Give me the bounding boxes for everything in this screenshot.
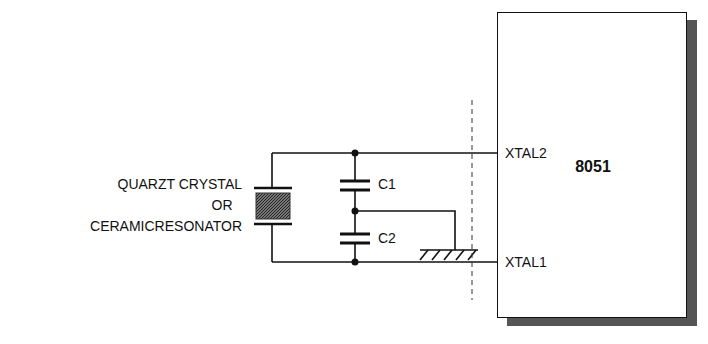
wire — [272, 261, 497, 263]
part-name: C2 — [378, 231, 396, 245]
wire — [272, 152, 497, 154]
capacitor-symbol — [340, 181, 370, 243]
ground-symbol — [420, 250, 478, 260]
chip-box: 8051 — [497, 12, 687, 318]
pin-name: XTAL1 — [505, 255, 547, 269]
crystal-symbol — [254, 188, 292, 224]
boundary-line — [472, 100, 473, 300]
part-label: OR — [212, 198, 233, 212]
part-label: QUARZT CRYSTAL — [118, 177, 242, 191]
pin-name: XTAL2 — [505, 146, 547, 160]
part-name: C1 — [378, 177, 396, 191]
chip-name: 8051 — [575, 159, 611, 175]
part-label: CERAMICRESONATOR — [90, 219, 242, 233]
junction-dot — [352, 150, 359, 266]
